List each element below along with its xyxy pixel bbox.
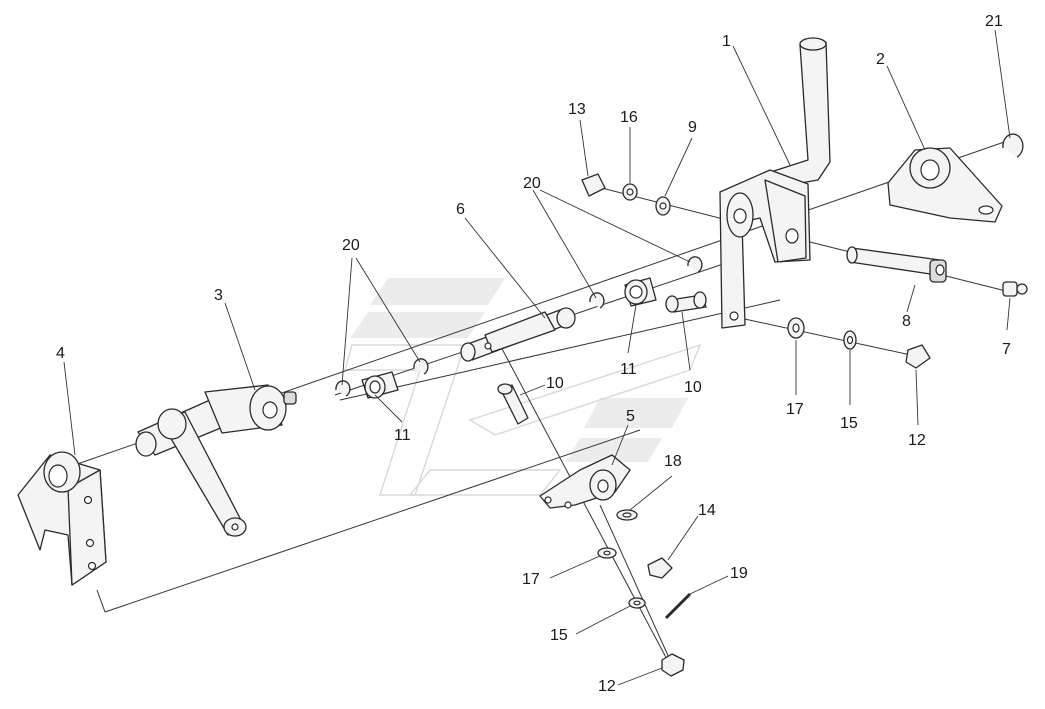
left-clips-and-bushing <box>335 358 429 399</box>
part-5-link-plate <box>539 454 631 509</box>
callout-15-lower: 15 <box>550 627 568 644</box>
callout-11-left: 11 <box>394 427 411 444</box>
callout-9: 9 <box>688 119 697 136</box>
part-8-pivot-pin <box>846 246 947 283</box>
callout-18: 18 <box>664 453 682 470</box>
callout-10-left: 10 <box>546 375 564 392</box>
part-4-mounting-bracket <box>17 451 107 586</box>
callout-labels: 1 2 21 3 4 6 13 16 9 20 20 11 11 10 10 5… <box>56 13 1011 695</box>
part-1-hand-lever <box>719 37 831 329</box>
callout-15-right: 15 <box>840 415 858 432</box>
callout-21: 21 <box>985 13 1003 30</box>
callout-20-left: 20 <box>342 237 360 254</box>
callout-8: 8 <box>902 313 911 330</box>
right-nut-washers <box>787 317 931 369</box>
callout-2: 2 <box>876 51 885 68</box>
part-10-pins <box>497 291 707 425</box>
callout-13: 13 <box>568 101 586 118</box>
callout-19: 19 <box>730 565 748 582</box>
upper-bushing-and-clips <box>589 256 703 309</box>
lower-hardware <box>597 509 692 677</box>
callout-16: 16 <box>620 109 638 126</box>
callout-7: 7 <box>1002 341 1011 358</box>
callout-12-right: 12 <box>908 432 926 449</box>
callout-10-right: 10 <box>684 379 702 396</box>
callout-14: 14 <box>698 502 716 519</box>
callout-17-right: 17 <box>786 401 804 418</box>
callout-1: 1 <box>722 33 731 50</box>
callout-11-right: 11 <box>620 361 637 378</box>
callout-4: 4 <box>56 345 65 362</box>
part-6-long-shaft <box>460 307 576 362</box>
upper-nut-washers <box>581 173 671 216</box>
part-7-grease-nipple <box>1002 281 1028 297</box>
leader-lines <box>63 29 1011 686</box>
part-2-pivot-bracket <box>887 147 1003 223</box>
part-3-lever-shaft <box>135 384 297 537</box>
part-21-snap-ring <box>1002 133 1024 158</box>
callout-3: 3 <box>214 287 223 304</box>
callout-5: 5 <box>626 408 635 425</box>
watermark <box>344 278 702 496</box>
callout-20-right: 20 <box>523 175 541 192</box>
callout-12-lower: 12 <box>598 678 616 695</box>
callout-6: 6 <box>456 201 465 218</box>
callout-17-lower: 17 <box>522 571 540 588</box>
